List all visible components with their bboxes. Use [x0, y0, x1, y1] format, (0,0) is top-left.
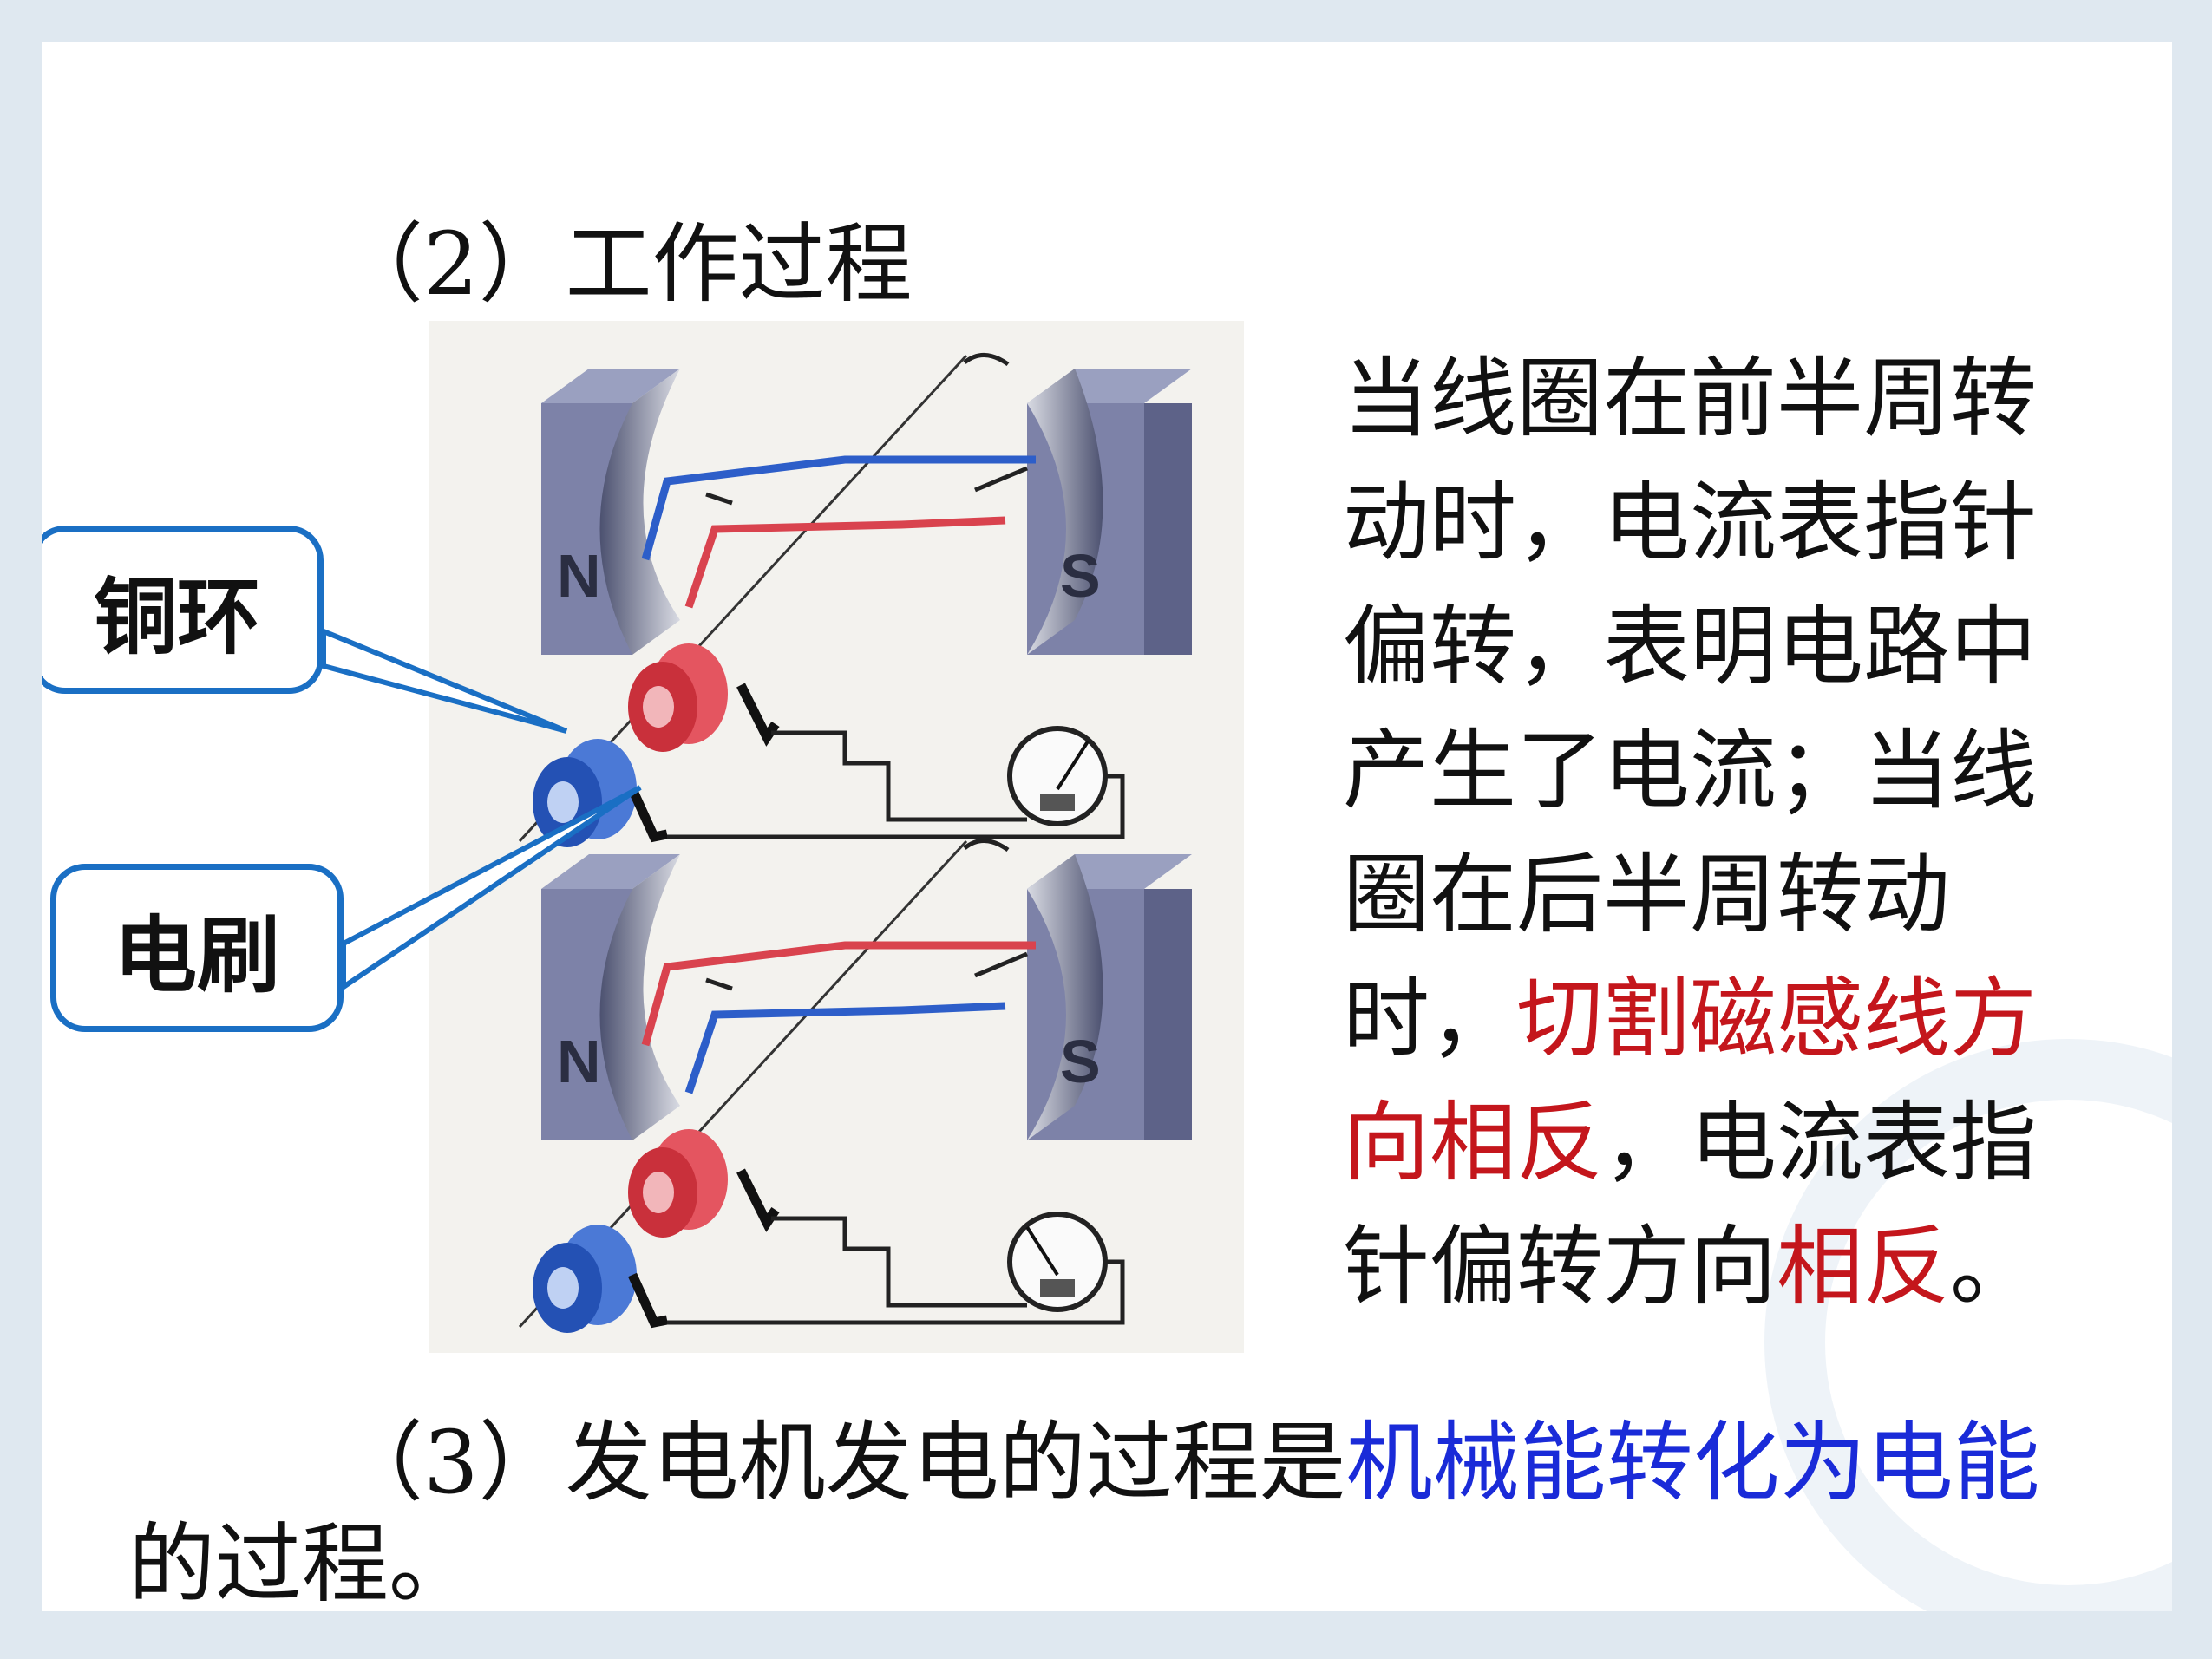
paragraph-emphasis-opposite: 相反	[1777, 1216, 1950, 1317]
bottom-south-label: S	[1060, 1028, 1101, 1095]
copper-ring-callout: 铜环	[42, 526, 324, 694]
brush-label: 电刷	[114, 905, 280, 1004]
copper-ring-label: 铜环	[94, 567, 260, 666]
paragraph-text-1: 当线圈在前半周转动时，电流表指针偏转，表明电路中产生了电流；当线圈在后半周转动时…	[1343, 348, 2037, 1069]
paragraph-emphasis-opposite-direction: 切割磁感线方向相反	[1343, 968, 2037, 1193]
top-generator: N S	[518, 353, 1192, 847]
brush-callout: 电刷	[50, 864, 344, 1032]
conclusion-text-2: 的过程。	[128, 1513, 475, 1611]
callout-pointers	[321, 627, 642, 992]
bottom-generator: N S	[518, 839, 1192, 1333]
section-heading: （2）工作过程	[337, 213, 913, 315]
bottom-north-label: N	[557, 1028, 601, 1095]
conclusion-text-1: （3）发电机发电的过程是	[337, 1412, 1346, 1513]
top-south-label: S	[1060, 542, 1101, 610]
explanation-paragraph: 当线圈在前半周转动时，电流表指针偏转，表明电路中产生了电流；当线圈在后半周转动时…	[1343, 336, 2106, 1329]
top-north-label: N	[557, 542, 601, 610]
paragraph-text-3: 。	[1950, 1216, 2037, 1317]
conclusion-paragraph: （3）发电机发电的过程是机械能转化为电能的过程。	[128, 1412, 2080, 1611]
paragraph-text-2: ，电流表指针偏转方向	[1343, 1092, 2037, 1317]
slide: （2）工作过程 N S	[42, 42, 2172, 1611]
conclusion-emphasis: 机械能转化为电能	[1345, 1412, 2040, 1513]
